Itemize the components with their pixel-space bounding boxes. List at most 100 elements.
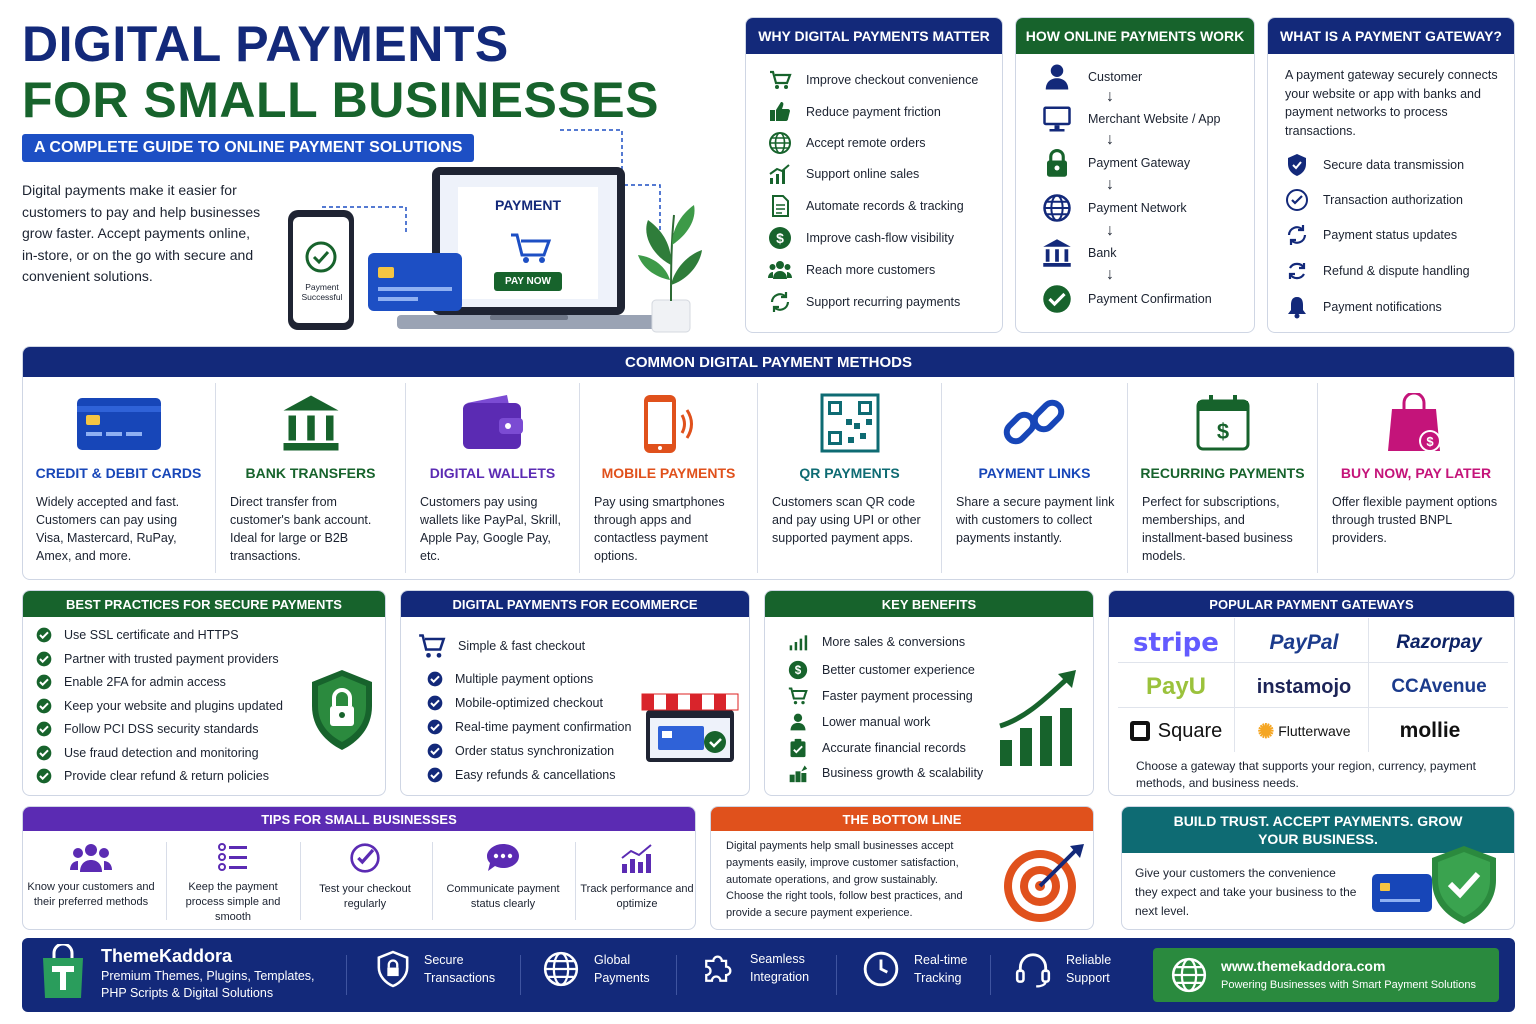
link-icon bbox=[1003, 399, 1064, 445]
dollar-icon: $ bbox=[788, 660, 808, 680]
benefit-item: Accurate financial records bbox=[788, 738, 966, 758]
divider bbox=[520, 955, 521, 995]
tip-item: Track performance and optimize bbox=[572, 842, 702, 912]
square-logo-text: Square bbox=[1157, 719, 1223, 742]
ecom-item: Easy refunds & cancellations bbox=[427, 767, 616, 783]
divider bbox=[990, 955, 991, 995]
tip-item: Communicate payment status clearly bbox=[438, 842, 568, 912]
method-title: BUY NOW, PAY LATER bbox=[1340, 465, 1492, 481]
best-practices-title: BEST PRACTICES FOR SECURE PAYMENTS bbox=[23, 591, 385, 617]
card-shield-icon bbox=[1372, 846, 1496, 924]
check-circle-icon bbox=[1286, 189, 1308, 211]
flow-arrow: ↓ bbox=[1106, 176, 1114, 193]
ecom-label: Order status synchronization bbox=[455, 744, 615, 758]
why-label: Accept remote orders bbox=[806, 136, 926, 150]
divider bbox=[676, 955, 677, 995]
gateway-def-label: Payment notifications bbox=[1323, 300, 1442, 314]
gateway-def-item: Refund & dispute handling bbox=[1285, 259, 1470, 283]
tips-title: TIPS FOR SMALL BUSINESSES bbox=[23, 807, 695, 831]
method-credit-cards: CREDIT & DEBIT CARDS Widely accepted and… bbox=[22, 383, 216, 573]
method-desc: Customers scan QR code and pay using UPI… bbox=[772, 495, 921, 545]
benefit-label: Better customer experience bbox=[822, 663, 975, 677]
mobile-icon bbox=[643, 395, 693, 453]
tip-item: Test your checkout regularly bbox=[300, 842, 430, 912]
target-icon bbox=[1004, 844, 1084, 922]
flutterwave-logo-icon: ✺ bbox=[1257, 720, 1275, 743]
best-practice-item: Use fraud detection and monitoring bbox=[36, 745, 259, 761]
how-step: Merchant Website / App bbox=[1042, 104, 1220, 134]
tip-label: Track performance and optimize bbox=[580, 883, 694, 910]
gateway-def-item: Transaction authorization bbox=[1285, 188, 1463, 212]
gateway-def-label: Secure data transmission bbox=[1323, 158, 1465, 172]
why-label: Support recurring payments bbox=[806, 295, 961, 309]
method-bank-transfers: BANK TRANSFERS Direct transfer from cust… bbox=[216, 383, 406, 573]
benefit-item: Lower manual work bbox=[788, 712, 930, 732]
divider bbox=[300, 842, 301, 920]
square-logo-icon bbox=[1129, 721, 1150, 741]
methods-title: COMMON DIGITAL PAYMENT METHODS bbox=[23, 347, 1514, 377]
cart-icon bbox=[788, 687, 808, 705]
bottom-line-title: THE BOTTOM LINE bbox=[711, 807, 1093, 831]
ecom-item: Multiple payment options bbox=[427, 671, 593, 687]
why-label: Improve checkout convenience bbox=[806, 73, 979, 87]
puzzle-icon bbox=[705, 955, 732, 982]
why-item: Accept remote orders bbox=[768, 131, 926, 155]
lock-icon bbox=[377, 950, 409, 988]
how-step: Customer bbox=[1042, 62, 1142, 92]
ecom-label: Multiple payment options bbox=[455, 672, 594, 686]
why-title: WHY DIGITAL PAYMENTS MATTER bbox=[746, 18, 1002, 54]
footer-feature-label: Global Payments bbox=[594, 953, 650, 985]
footer-feature-label: Reliable Support bbox=[1066, 953, 1112, 985]
why-item: Support recurring payments bbox=[768, 290, 960, 314]
benefit-item: $ Better customer experience bbox=[788, 660, 975, 680]
why-label: Support online sales bbox=[806, 167, 920, 181]
flow-arrow: ↓ bbox=[1106, 88, 1114, 105]
method-mobile-payments: MOBILE PAYMENTS Pay using smartphones th… bbox=[580, 383, 758, 573]
trust-title-text: BUILD TRUST. ACCEPT PAYMENTS. GROW YOUR … bbox=[1173, 813, 1463, 847]
benefits-card: KEY BENEFITS bbox=[764, 590, 1094, 796]
why-item: Automate records & tracking bbox=[768, 194, 964, 218]
method-desc: Customers pay using wallets like PayPal,… bbox=[420, 495, 562, 563]
best-practice-label: Provide clear refund & return policies bbox=[64, 769, 269, 783]
benefit-item: More sales & conversions bbox=[788, 632, 965, 652]
intro-text: Digital payments make it easier for cust… bbox=[22, 182, 261, 285]
best-practice-item: Provide clear refund & return policies bbox=[36, 768, 269, 784]
gateway-def-label: Transaction authorization bbox=[1323, 193, 1463, 207]
bank-icon bbox=[1043, 239, 1071, 267]
footer-feature-label: Real-time Tracking bbox=[914, 953, 968, 985]
method-title: BANK TRANSFERS bbox=[245, 465, 376, 481]
gateway-grid-lines bbox=[1118, 618, 1508, 752]
divider bbox=[836, 955, 837, 995]
check-circle-icon bbox=[36, 721, 52, 737]
check-circle-icon bbox=[427, 767, 443, 783]
method-desc: Perfect for subscriptions, memberships, … bbox=[1142, 495, 1293, 563]
lock-icon bbox=[1047, 148, 1067, 177]
website-url[interactable]: www.themekaddora.com bbox=[1221, 958, 1386, 974]
check-circle-icon bbox=[427, 719, 443, 735]
gateway-def-label: Payment status updates bbox=[1323, 228, 1458, 242]
why-label: Automate records & tracking bbox=[806, 199, 964, 213]
method-desc: Widely accepted and fast. Customers can … bbox=[36, 495, 180, 563]
tip-item: Know your customers and their preferred … bbox=[26, 842, 156, 910]
ecom-label: Easy refunds & cancellations bbox=[455, 768, 616, 782]
gateways-card: POPULAR PAYMENT GATEWAYS bbox=[1108, 590, 1515, 796]
ecommerce-title: DIGITAL PAYMENTS FOR ECOMMERCE bbox=[401, 591, 749, 617]
gateway-def-item: Payment notifications bbox=[1285, 295, 1442, 319]
gateways-title: POPULAR PAYMENT GATEWAYS bbox=[1109, 591, 1514, 617]
ecom-label: Real-time payment confirmation bbox=[455, 720, 632, 734]
pay-now-button[interactable]: PAY NOW bbox=[505, 276, 551, 287]
tip-label: Keep the payment process simple and smoo… bbox=[185, 881, 281, 923]
cart-icon bbox=[419, 634, 446, 658]
website-banner[interactable] bbox=[1153, 948, 1499, 1002]
globe-icon bbox=[543, 951, 579, 987]
globe-icon bbox=[769, 132, 791, 154]
gateway-logo-square: Square bbox=[1118, 712, 1234, 750]
best-practice-label: Follow PCI DSS security standards bbox=[64, 722, 259, 736]
chat-icon bbox=[487, 844, 519, 871]
flow-arrow: ↓ bbox=[1106, 266, 1114, 283]
divider bbox=[432, 842, 433, 920]
footer-feature: Global Payments bbox=[542, 950, 660, 988]
flow-arrow: ↓ bbox=[1106, 222, 1114, 239]
shield-lock-icon bbox=[312, 670, 372, 750]
svg-text:$: $ bbox=[1426, 434, 1434, 449]
